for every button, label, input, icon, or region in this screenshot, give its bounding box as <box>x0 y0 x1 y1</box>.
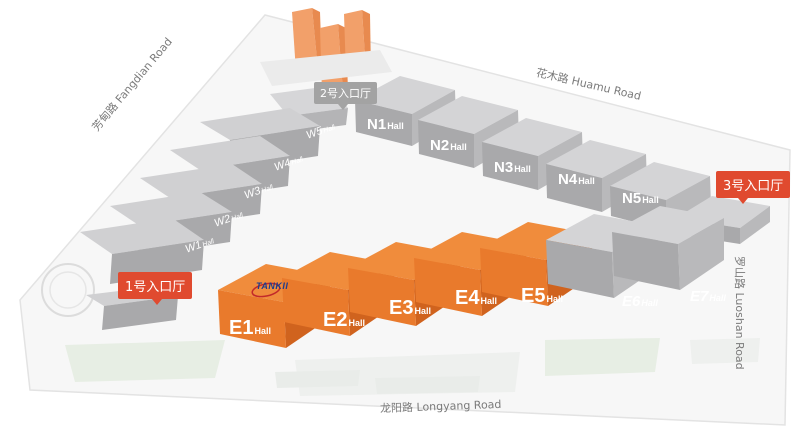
hall-label-e4[interactable]: E4Hall <box>455 287 497 309</box>
hall-label-e7[interactable]: E7Hall <box>690 288 726 305</box>
hall-label-n1[interactable]: N1Hall <box>367 116 404 133</box>
hall-label-e3[interactable]: E3Hall <box>389 297 431 319</box>
hall-label-n4[interactable]: N4Hall <box>558 171 595 188</box>
roundabout <box>41 263 95 317</box>
logo-swoosh <box>251 282 281 298</box>
entrance-3-callout[interactable]: 3号入口厅 <box>716 171 791 204</box>
north-halls <box>355 76 711 230</box>
hall-label-e2[interactable]: E2Hall <box>323 309 365 331</box>
hall-label-e1[interactable]: E1Hall <box>229 317 271 339</box>
site-boundary <box>19 14 791 426</box>
hall-label-e5[interactable]: E5Hall <box>521 285 563 307</box>
entrance-1-callout[interactable]: 1号入口厅 <box>118 272 193 305</box>
hall-label-n5[interactable]: N5Hall <box>622 190 659 207</box>
entrance-3-label: 3号入口厅 <box>723 179 784 194</box>
green-area-left <box>65 340 225 382</box>
green-area-right <box>545 338 660 376</box>
hall-label-e6[interactable]: E6Hall <box>622 293 658 310</box>
hall-label-n2[interactable]: N2Hall <box>430 137 467 154</box>
tower-buildings <box>260 8 392 94</box>
east-halls-grey <box>546 206 724 298</box>
exhibitor-logo: TANKII <box>256 281 289 291</box>
entrance-2-label: 2号入口厅 <box>320 87 371 100</box>
entrance-1-label: 1号入口厅 <box>125 280 186 295</box>
hall-label-n3[interactable]: N3Hall <box>494 159 531 176</box>
road-label-east: 罗山路 Luoshan Road <box>733 256 746 370</box>
entrance-2-callout[interactable]: 2号入口厅 <box>314 82 377 110</box>
